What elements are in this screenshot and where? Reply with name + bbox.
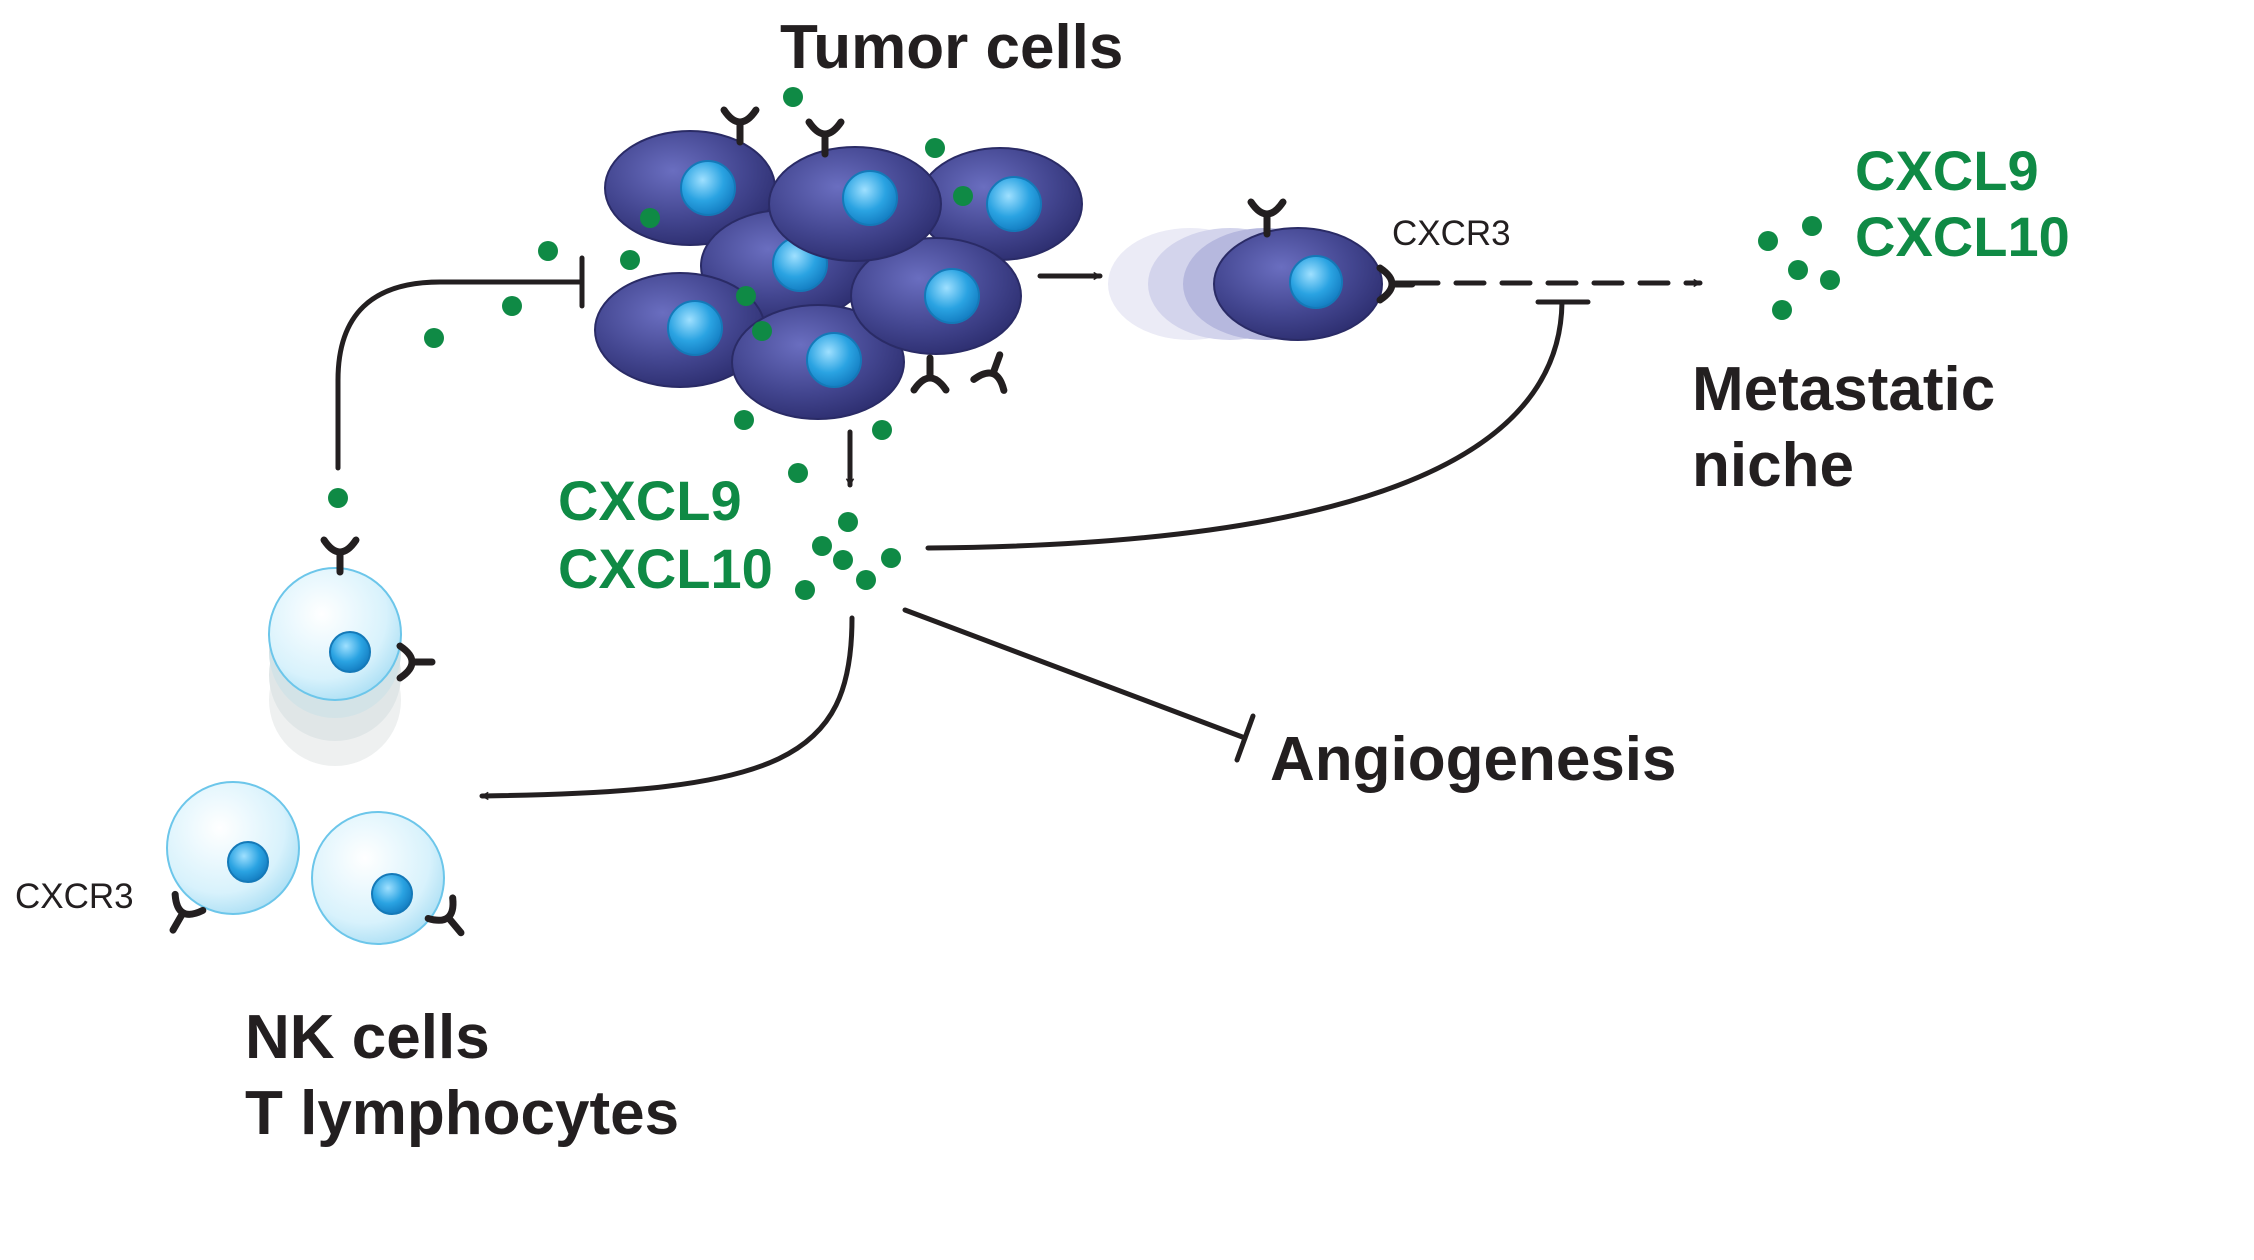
chemokine-dot bbox=[881, 548, 901, 568]
chemokine-dot bbox=[925, 138, 945, 158]
receptor-icon bbox=[970, 351, 1008, 394]
lymphocyte-cell bbox=[268, 567, 402, 701]
chemokine-dot bbox=[1758, 231, 1778, 251]
receptor-icon bbox=[1376, 264, 1416, 304]
chemokine-dot bbox=[1802, 216, 1822, 236]
connectors bbox=[335, 255, 1703, 801]
chemokine-label-niche: CXCL10 bbox=[1855, 205, 2070, 268]
chemokine-dot bbox=[872, 420, 892, 440]
tumor-cell bbox=[731, 304, 905, 420]
receptor-icon bbox=[805, 118, 845, 158]
tumor-cell bbox=[594, 272, 766, 388]
chemokine-dot bbox=[538, 241, 558, 261]
chemokine-dots bbox=[328, 87, 1840, 600]
chemokine-dot bbox=[736, 286, 756, 306]
lymphocyte-cell bbox=[166, 781, 300, 915]
immune-cells-label: NK cells bbox=[245, 1003, 490, 1072]
chemokine-dot bbox=[1772, 300, 1792, 320]
inhibition-line-to-angiogenesis bbox=[902, 607, 1248, 741]
tumor-receptors bbox=[720, 106, 1008, 394]
tumor-cluster bbox=[594, 130, 1083, 420]
chemokine-dot bbox=[752, 321, 772, 341]
metastatic-niche-label: Metastatic bbox=[1692, 355, 1995, 424]
chemokine-dot bbox=[328, 488, 348, 508]
receptor-icon bbox=[169, 890, 207, 934]
chemokine-label-center: CXCL10 bbox=[558, 537, 773, 600]
arrow-chemokines-to-lymphocytes bbox=[479, 615, 855, 801]
chemokine-dot bbox=[953, 186, 973, 206]
lymphocyte-cell bbox=[311, 811, 445, 945]
receptor-label-migrating: CXCR3 bbox=[1392, 214, 1511, 253]
tumor-cell bbox=[917, 147, 1083, 261]
chemokine-dot bbox=[856, 570, 876, 590]
tumor-cell bbox=[768, 146, 942, 262]
chemokine-dot bbox=[795, 580, 815, 600]
chemokine-dot bbox=[502, 296, 522, 316]
chemokine-dot bbox=[812, 536, 832, 556]
chemokine-dot bbox=[620, 250, 640, 270]
receptor-label-lymphocyte: CXCR3 bbox=[15, 877, 134, 916]
chemokine-dot bbox=[734, 410, 754, 430]
receptor-icon bbox=[396, 642, 436, 682]
angiogenesis-label: Angiogenesis bbox=[1270, 725, 1677, 794]
receptor-icon bbox=[424, 894, 465, 937]
lymphocyte-group bbox=[166, 536, 465, 945]
chemokine-dot bbox=[783, 87, 803, 107]
migrating-tumor-cell bbox=[1108, 198, 1416, 341]
receptor-icon bbox=[1247, 198, 1287, 238]
tumor-cell bbox=[850, 237, 1022, 355]
inhibition-line-lymphocyte-to-tumor bbox=[335, 279, 583, 471]
metastatic-niche-label: niche bbox=[1692, 431, 1854, 500]
chemokine-label-center: CXCL9 bbox=[558, 469, 742, 532]
chemokine-dot bbox=[640, 208, 660, 228]
chemokine-dot bbox=[1788, 260, 1808, 280]
receptor-icon bbox=[320, 536, 360, 576]
chemokine-label-niche: CXCL9 bbox=[1855, 139, 2039, 202]
immune-cells-label: T lymphocytes bbox=[245, 1079, 679, 1148]
receptor-icon bbox=[720, 106, 760, 146]
chemokine-dot bbox=[833, 550, 853, 570]
inhibition-bar bbox=[1234, 713, 1256, 763]
chemokine-dot bbox=[424, 328, 444, 348]
receptor-icon bbox=[910, 354, 950, 394]
tumor-cells-label: Tumor cells bbox=[780, 13, 1123, 82]
chemokine-dot bbox=[838, 512, 858, 532]
inhibition-line-chemokines-to-migration bbox=[925, 299, 1565, 551]
chemokine-dot bbox=[1820, 270, 1840, 290]
chemokine-dot bbox=[788, 463, 808, 483]
